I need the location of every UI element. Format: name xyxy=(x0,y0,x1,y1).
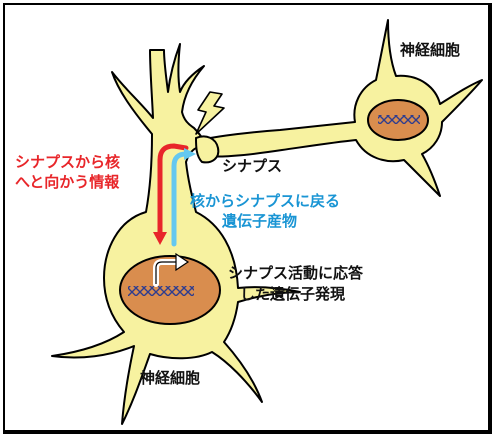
synapse-to-nucleus-label-line2: へと向かう情報 xyxy=(15,173,120,191)
gene-product-label-line2: 遺伝子産物 xyxy=(222,212,298,230)
top-right-dna-strand xyxy=(378,115,420,124)
synapse-label: シナプス xyxy=(222,157,283,175)
top-right-neuron xyxy=(204,19,483,197)
blue-arrow xyxy=(171,151,189,247)
neuron-label-top-right: 神経細胞 xyxy=(400,41,461,59)
bottom-dna-strand xyxy=(128,286,194,296)
blue-arrowhead xyxy=(184,148,196,160)
red-arrowhead xyxy=(153,232,167,245)
red-arrow xyxy=(157,143,189,239)
bent-arrow-icon xyxy=(153,252,190,287)
diagram-frame xyxy=(3,3,492,434)
top-right-neuron-body xyxy=(204,19,483,197)
lightning-bolt-icon xyxy=(195,91,225,135)
gene-expression-label-line1: シナプス活動に応答 xyxy=(228,264,364,282)
gene-product-label-line1: 核からシナプスに戻る xyxy=(190,192,341,210)
gene-expression-label-line2: した遺伝子発現 xyxy=(240,285,346,303)
neuron-label-bottom: 神経細胞 xyxy=(140,369,201,387)
synapse-terminal xyxy=(194,135,220,164)
synapse-to-nucleus-label-line1: シナプスから核 xyxy=(15,153,121,171)
